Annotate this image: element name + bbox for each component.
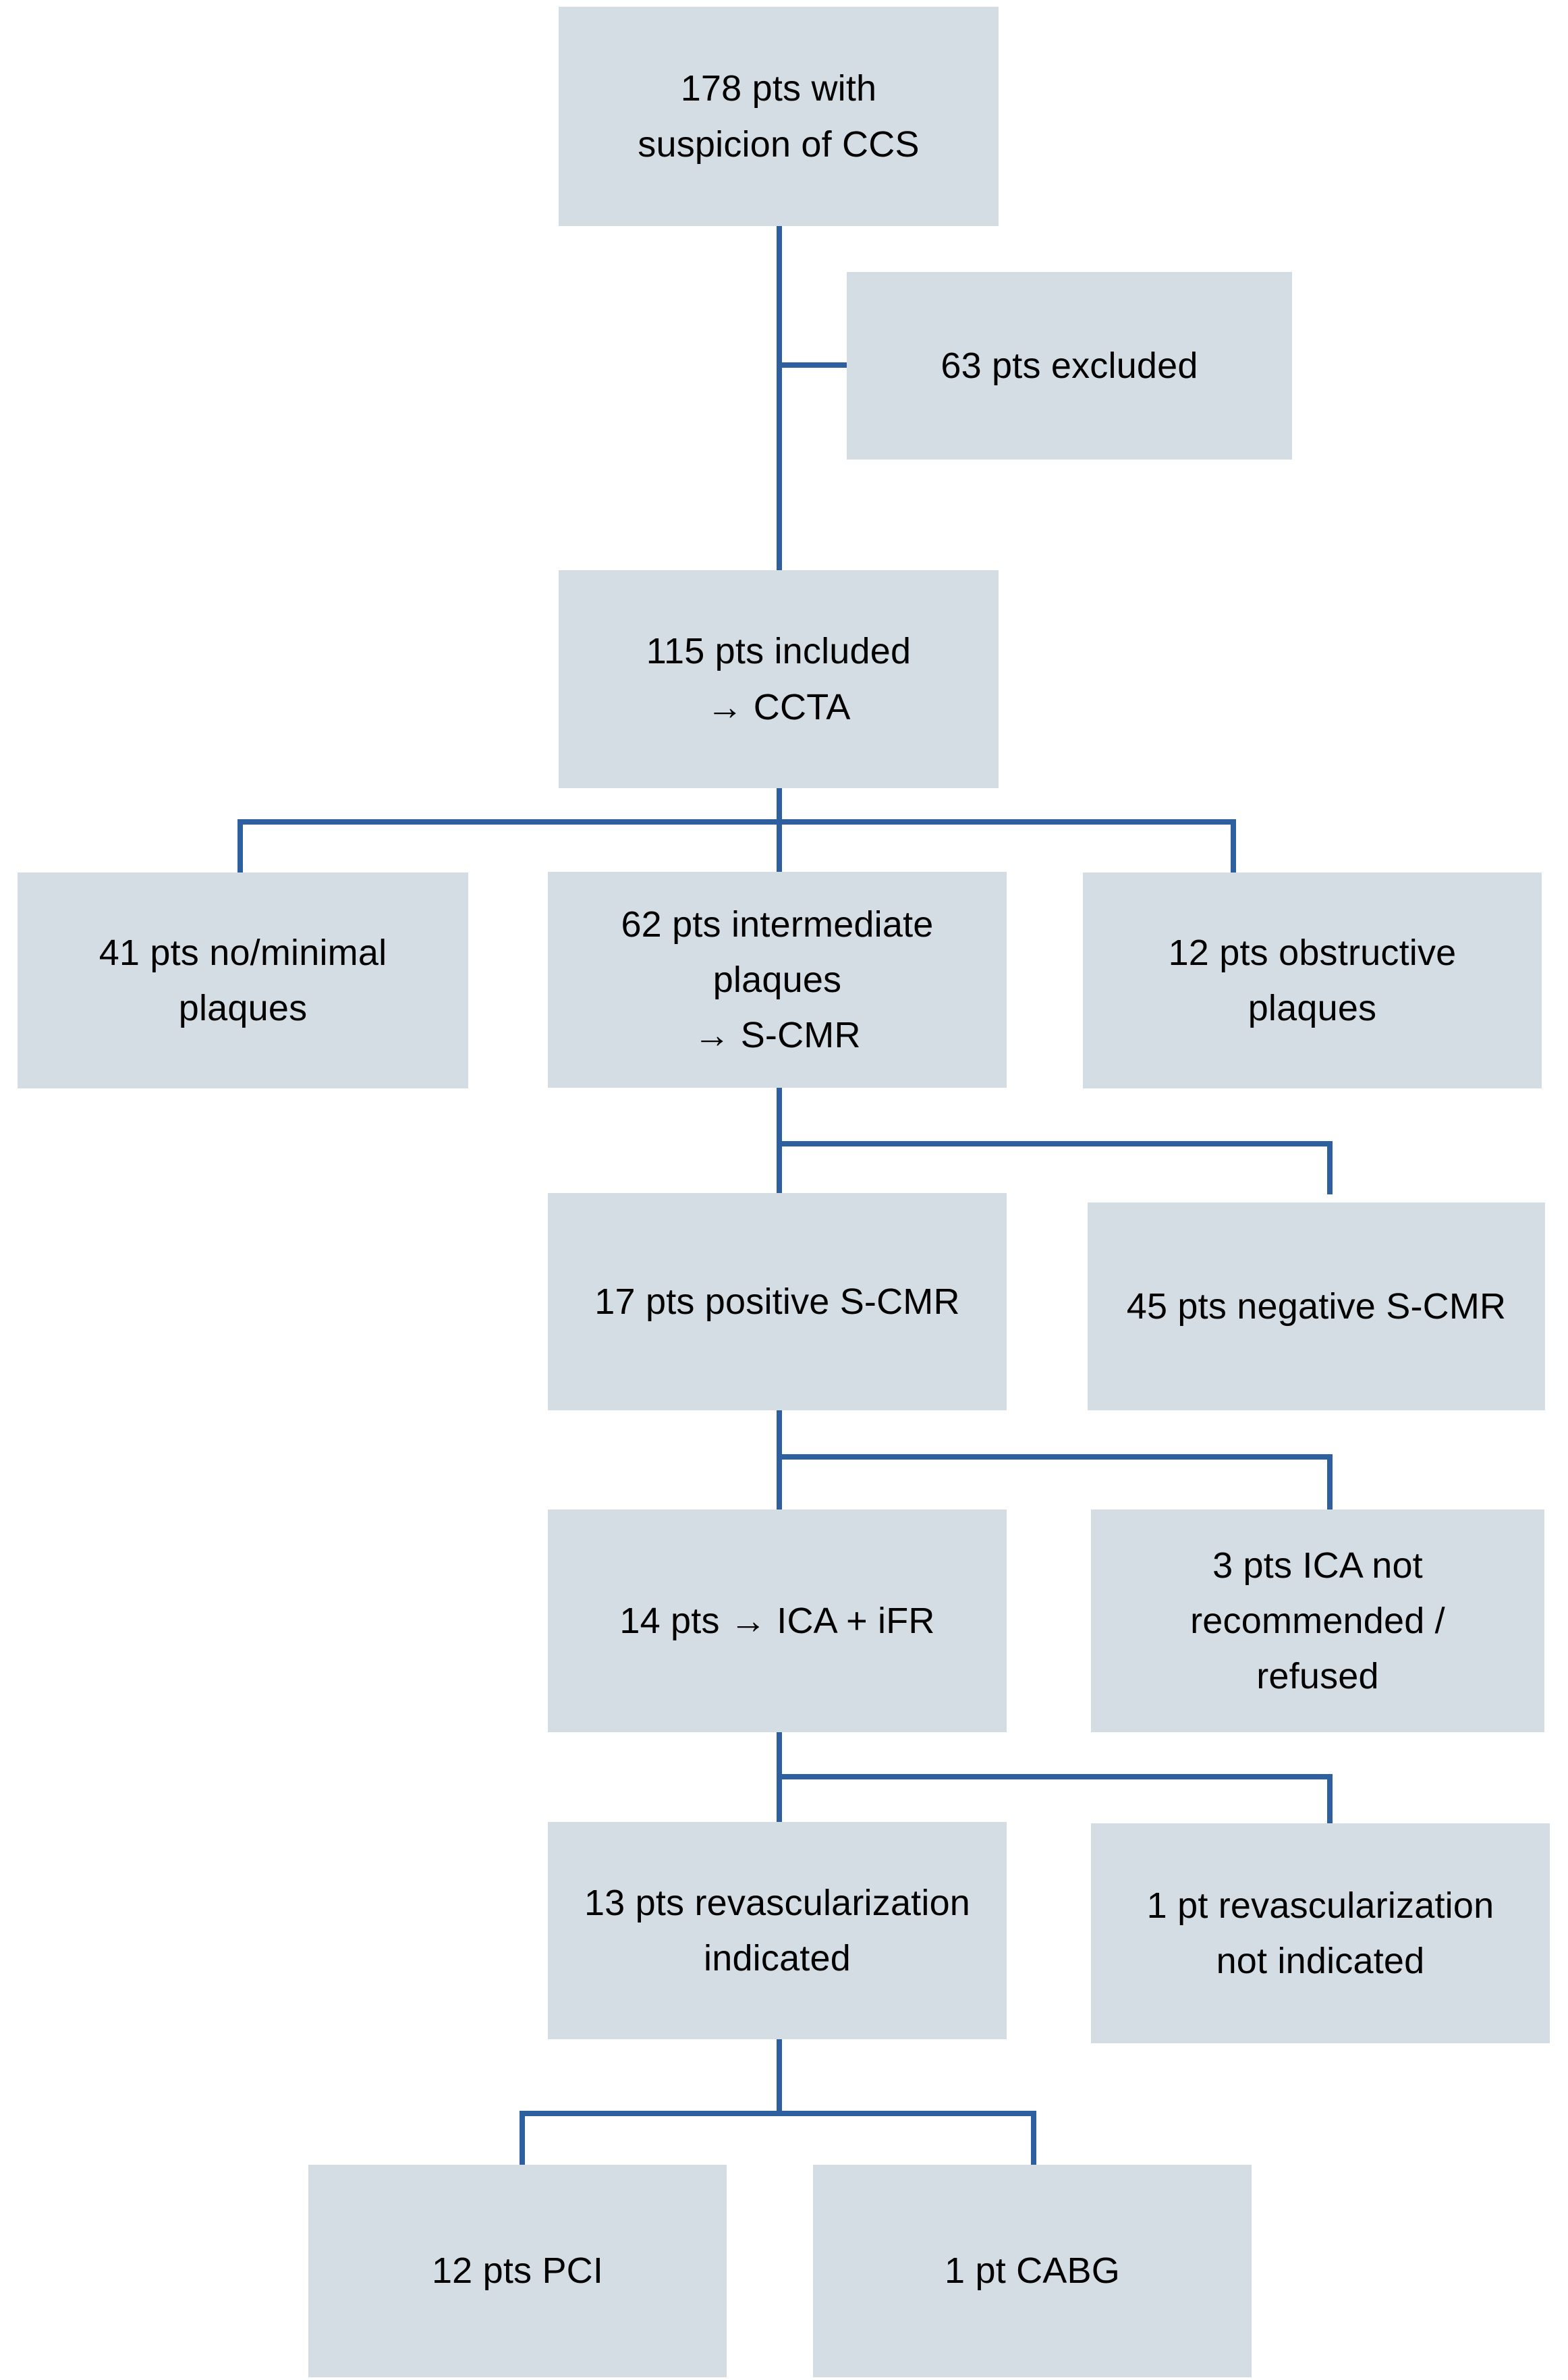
connector-revasc-down bbox=[777, 1732, 782, 1827]
node-ica-not-recommended[interactable]: 3 pts ICA not recommended / refused bbox=[1091, 1510, 1544, 1732]
connector-suspicion-to-included bbox=[777, 226, 782, 572]
node-pts-included-ccta[interactable]: 115 pts included → CCTA bbox=[559, 570, 999, 788]
connector-ica-split-bar bbox=[777, 1454, 1333, 1460]
node-intermediate-plaques-scmr[interactable]: 62 pts intermediate plaques → S-CMR bbox=[548, 872, 1007, 1088]
node-ica-ifr[interactable]: 14 pts → ICA + iFR bbox=[548, 1510, 1007, 1732]
node-pts-excluded[interactable]: 63 pts excluded bbox=[847, 272, 1292, 460]
connector-ica-down bbox=[777, 1410, 782, 1515]
node-revascularization-not-indicated[interactable]: 1 pt revascularization not indicated bbox=[1091, 1823, 1550, 2043]
connector-ccta-split-right-drop bbox=[1231, 819, 1236, 875]
connector-scmr-split-bar bbox=[777, 1141, 1333, 1146]
node-no-minimal-plaques[interactable]: 41 pts no/minimal plaques bbox=[18, 873, 468, 1088]
connector-treatment-left-drop bbox=[520, 2111, 525, 2166]
connector-treatment-right-drop bbox=[1031, 2111, 1036, 2166]
node-positive-scmr[interactable]: 17 pts positive S-CMR bbox=[548, 1193, 1007, 1410]
connector-ccta-split-left-drop bbox=[237, 819, 243, 875]
node-revascularization-indicated[interactable]: 13 pts revascularization indicated bbox=[548, 1822, 1007, 2039]
connector-revasc-split-bar bbox=[777, 1774, 1333, 1779]
node-pci[interactable]: 12 pts PCI bbox=[308, 2165, 727, 2377]
connector-ccta-split-bar bbox=[237, 819, 1236, 825]
node-cabg[interactable]: 1 pt CABG bbox=[813, 2165, 1252, 2377]
node-negative-scmr[interactable]: 45 pts negative S-CMR bbox=[1088, 1202, 1545, 1410]
connector-treatment-split-bar bbox=[520, 2111, 1036, 2116]
node-suspicion-of-ccs[interactable]: 178 pts with suspicion of CCS bbox=[559, 7, 999, 226]
connector-included-down bbox=[777, 787, 782, 875]
connector-treatment-down bbox=[777, 2039, 782, 2113]
node-obstructive-plaques[interactable]: 12 pts obstructive plaques bbox=[1083, 873, 1542, 1088]
connector-revasc-split-right-drop bbox=[1327, 1774, 1333, 1827]
connector-scmr-split-right-drop bbox=[1327, 1141, 1333, 1194]
connector-ica-split-right-drop bbox=[1327, 1454, 1333, 1515]
connector-excluded-stub bbox=[777, 362, 847, 368]
